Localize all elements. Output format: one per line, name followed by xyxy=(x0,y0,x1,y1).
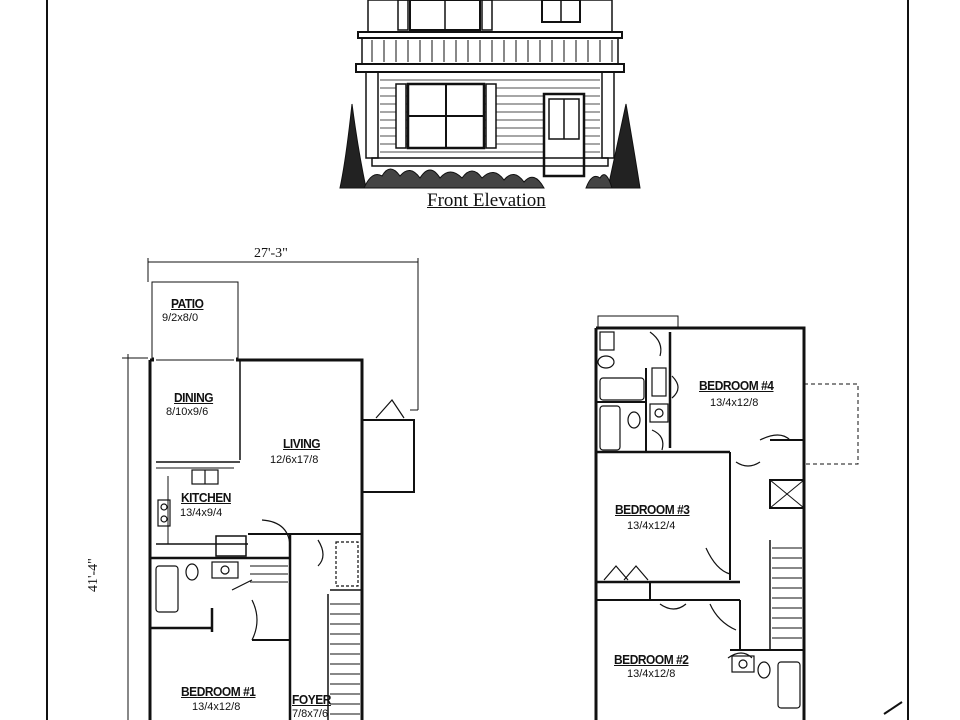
first-floor-stairs xyxy=(250,565,360,715)
depth-dimension-line xyxy=(122,354,148,720)
foyer-size: 7/8x7/6 xyxy=(292,708,329,720)
bedroom2-label: BEDROOM #2 xyxy=(614,652,689,667)
foyer-label: FOYER xyxy=(292,692,331,707)
overall-width-dimension: 27'-3" xyxy=(254,246,288,261)
living-label: LIVING xyxy=(283,436,321,451)
bedroom4-label: BEDROOM #4 xyxy=(699,378,774,393)
second-floor-ledge xyxy=(597,315,679,329)
front-elevation-drawing xyxy=(355,0,625,178)
width-dimension-line xyxy=(147,258,419,410)
patio-label: PATIO xyxy=(171,296,204,311)
bedroom1-size: 13/4x12/8 xyxy=(192,701,241,713)
second-floor-stairs xyxy=(769,540,802,650)
landscape-shrubs xyxy=(339,103,641,189)
overall-depth-dimension: 41'-4" xyxy=(86,558,101,592)
first-floor-fixtures xyxy=(155,399,405,641)
second-floor-fixtures xyxy=(597,331,903,715)
bedroom3-size: 13/4x12/4 xyxy=(627,520,676,532)
living-size: 12/6x17/8 xyxy=(270,454,319,466)
front-elevation-caption: Front Elevation xyxy=(427,190,546,211)
kitchen-label: KITCHEN xyxy=(181,490,231,505)
bedroom2-size: 13/4x12/8 xyxy=(627,668,676,680)
dining-size: 8/10x9/6 xyxy=(166,406,209,418)
dining-label: DINING xyxy=(174,390,214,405)
bedroom1-label: BEDROOM #1 xyxy=(181,684,256,699)
patio-size: 9/2x8/0 xyxy=(162,312,199,324)
kitchen-size: 13/4x9/4 xyxy=(180,507,223,519)
bedroom3-label: BEDROOM #3 xyxy=(615,502,690,517)
first-floor-walls xyxy=(148,358,415,720)
second-floor-balcony-outline xyxy=(803,383,859,465)
bedroom4-size: 13/4x12/8 xyxy=(710,397,759,409)
